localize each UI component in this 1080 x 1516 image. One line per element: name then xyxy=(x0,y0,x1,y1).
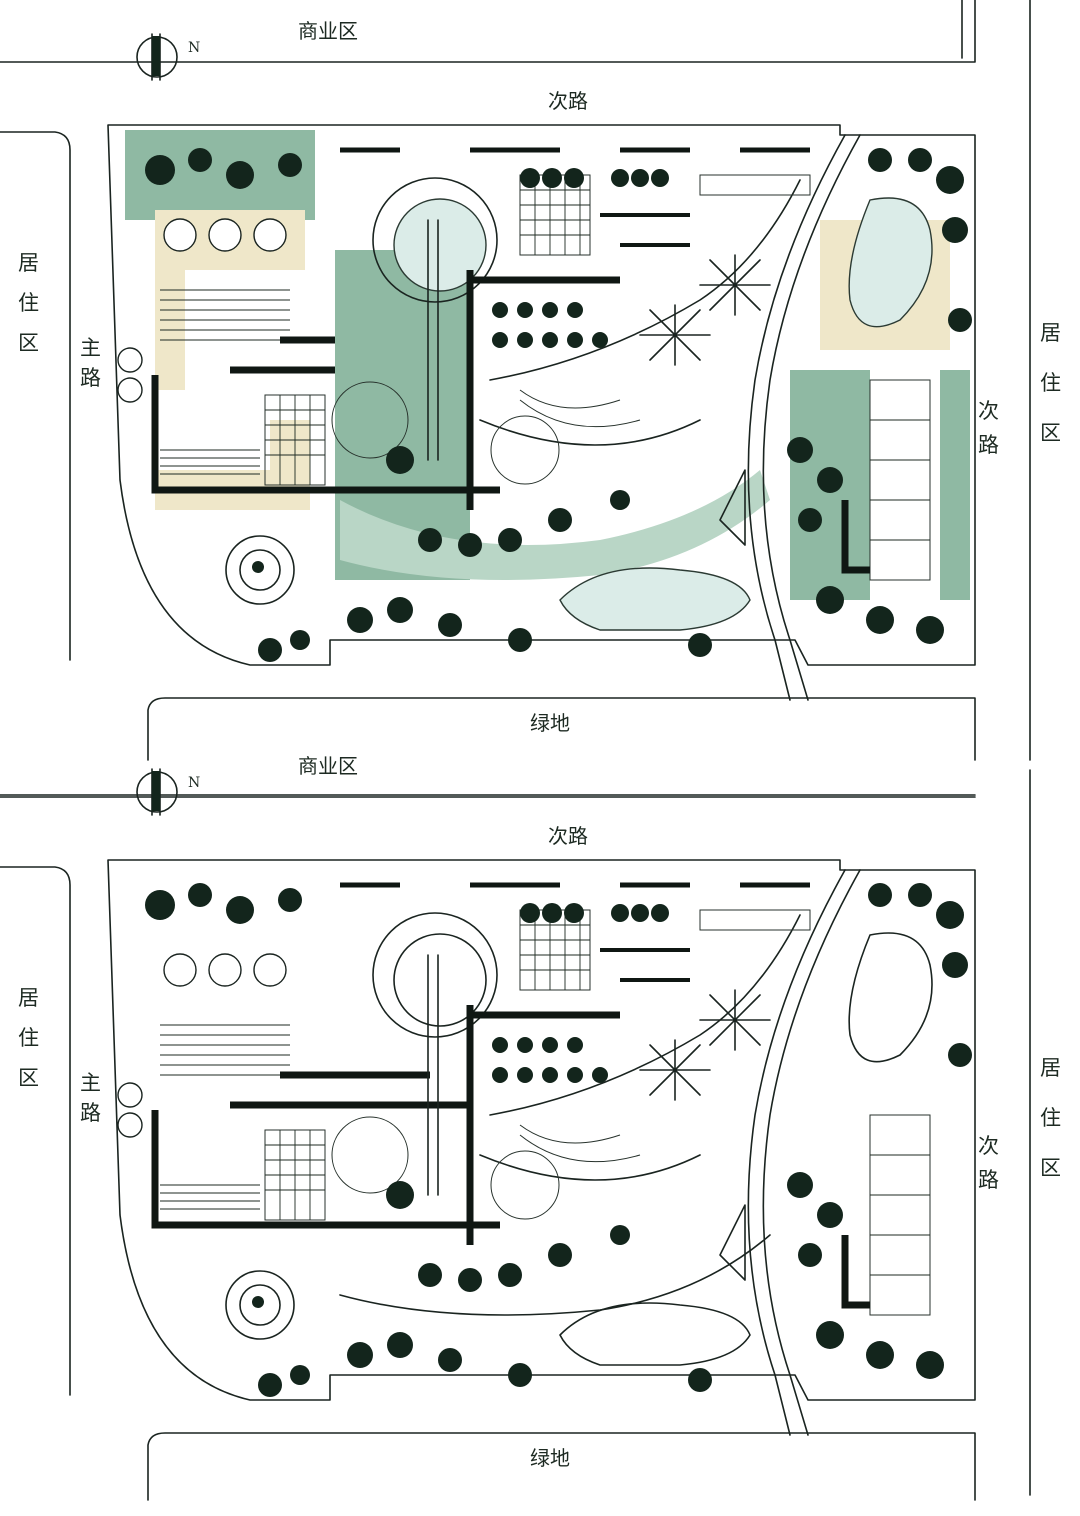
boundary-roads xyxy=(0,0,1031,796)
svg-text:住: 住 xyxy=(18,291,39,315)
svg-text:区: 区 xyxy=(1040,421,1061,445)
label-commercial-zone: 商业区 xyxy=(298,19,358,43)
svg-text:路: 路 xyxy=(80,366,101,390)
label-secondary-road-top: 次路 xyxy=(548,824,588,848)
pond xyxy=(559,567,751,631)
fountain-circle xyxy=(372,912,498,1038)
boundary-roads xyxy=(0,769,1031,1501)
label-commercial-zone: 商业区 xyxy=(298,754,358,778)
north-label: N xyxy=(188,775,200,791)
diagonal-road xyxy=(719,134,861,701)
svg-text:次: 次 xyxy=(978,1134,999,1158)
label-residential-left: 居 住 区 xyxy=(18,251,39,355)
site-boundary xyxy=(107,124,976,666)
svg-text:住: 住 xyxy=(18,1026,39,1050)
svg-text:住: 住 xyxy=(1040,1106,1061,1130)
svg-text:区: 区 xyxy=(18,331,39,355)
pond xyxy=(559,1302,751,1366)
svg-text:路: 路 xyxy=(80,1101,101,1125)
north-strip xyxy=(340,147,811,247)
north-strip xyxy=(340,882,811,982)
label-residential-right: 居 住 区 xyxy=(1040,1056,1061,1180)
site-boundary xyxy=(107,859,976,1401)
central-garden xyxy=(264,174,801,580)
label-secondary-road-top: 次路 xyxy=(548,89,588,113)
label-main-road: 主 路 xyxy=(80,336,101,390)
svg-text:主: 主 xyxy=(80,336,101,360)
north-label: N xyxy=(188,40,200,56)
fountain-circle xyxy=(372,177,498,303)
label-green-land: 绿地 xyxy=(530,1446,570,1470)
svg-text:路: 路 xyxy=(978,1168,999,1192)
north-arrow-icon: N xyxy=(136,768,200,816)
east-courts xyxy=(790,197,970,600)
east-courts xyxy=(841,932,933,1316)
svg-text:居: 居 xyxy=(1040,1056,1061,1080)
svg-text:区: 区 xyxy=(1040,1156,1061,1180)
svg-text:住: 住 xyxy=(1040,371,1061,395)
label-residential-right: 居 住 区 xyxy=(1040,321,1061,445)
svg-text:居: 居 xyxy=(1040,321,1061,345)
label-green-land: 绿地 xyxy=(530,711,570,735)
diagonal-road xyxy=(719,869,861,1436)
trees-bottom xyxy=(117,883,972,1397)
svg-text:居: 居 xyxy=(18,251,39,275)
svg-text:区: 区 xyxy=(18,1066,39,1090)
pavilions xyxy=(639,989,771,1101)
svg-text:主: 主 xyxy=(80,1071,101,1095)
site-plan-top: N 商业区 次路 居 住 区 主 路 居 住 区 次 路 绿地 xyxy=(0,0,1061,796)
pavilions xyxy=(639,254,771,366)
label-secondary-road-right: 次 路 xyxy=(978,1134,999,1192)
central-garden xyxy=(264,909,801,1316)
site-plan-bottom: N 商业区 次路 居 住 区 主 路 居 住 区 次 路 绿地 xyxy=(0,754,1061,1501)
west-plaza xyxy=(151,1024,470,1340)
label-residential-left: 居 住 区 xyxy=(18,986,39,1090)
label-main-road: 主 路 xyxy=(80,1071,101,1125)
svg-text:次: 次 xyxy=(978,399,999,423)
north-arrow-icon: N xyxy=(136,33,200,81)
svg-text:居: 居 xyxy=(18,986,39,1010)
trees-top xyxy=(117,148,972,662)
svg-text:路: 路 xyxy=(978,433,999,457)
label-secondary-road-right: 次 路 xyxy=(978,399,999,457)
